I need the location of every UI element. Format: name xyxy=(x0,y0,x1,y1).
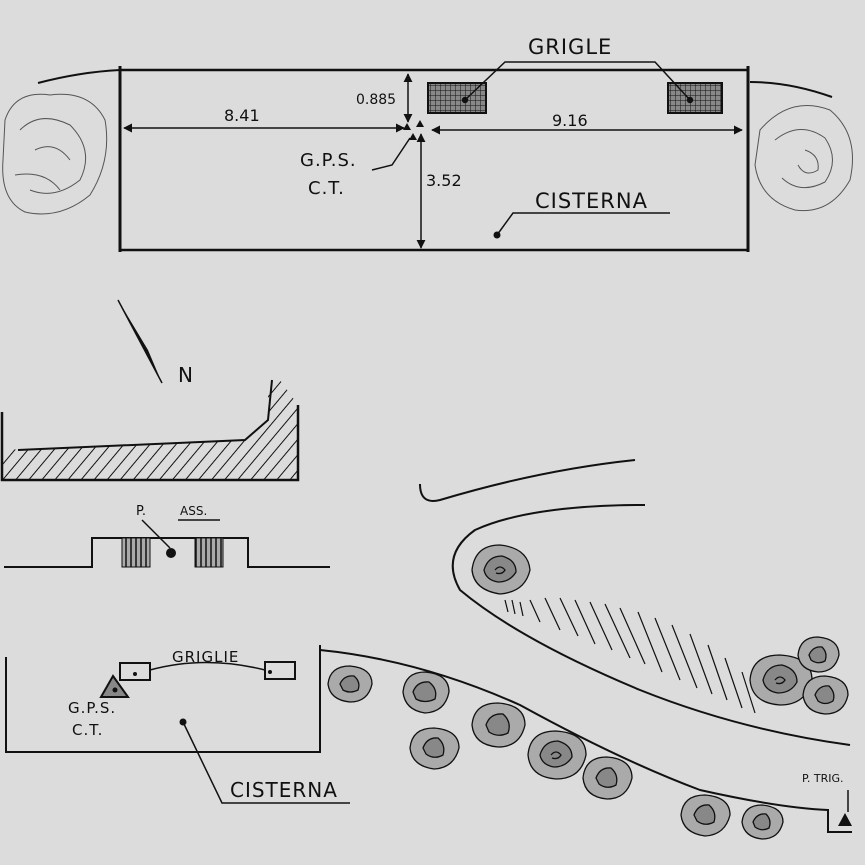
lower-grid-left-dot xyxy=(133,672,137,676)
shrub xyxy=(471,544,531,595)
gps-triangle-marker xyxy=(99,674,130,698)
lower-grids-label: GRIGLIE xyxy=(172,648,239,666)
bush-left-scribble xyxy=(2,93,108,215)
dim-right-label: 9.16 xyxy=(552,111,588,130)
grid-block-right xyxy=(194,537,224,568)
lower-cistern-label: CISTERNA xyxy=(230,778,338,802)
p-label: P. xyxy=(136,504,146,519)
ct-label: C.T. xyxy=(308,178,345,199)
lower-ct-label: C.T. xyxy=(72,721,103,739)
shrub xyxy=(749,654,813,706)
shrub xyxy=(402,671,450,714)
ground-line-right xyxy=(749,81,833,98)
p-point xyxy=(166,548,176,558)
north-arrow xyxy=(117,299,163,384)
shrub xyxy=(409,727,460,770)
trig-point-marker xyxy=(838,813,852,826)
cistern-leader xyxy=(496,212,670,236)
shrub xyxy=(802,675,849,715)
shrub xyxy=(471,702,526,748)
north-label: N xyxy=(178,363,194,387)
gps-triangle-dot xyxy=(112,687,118,693)
grids-label: GRIGLE xyxy=(528,35,612,59)
grids-leader xyxy=(461,61,694,104)
shrub xyxy=(327,665,373,703)
dimension-lines xyxy=(123,73,743,249)
grid-block-left xyxy=(121,537,151,568)
shrub xyxy=(797,636,840,673)
lower-grid-right xyxy=(264,661,296,680)
shrubs xyxy=(327,544,849,840)
side-profile xyxy=(4,537,330,568)
lower-grid-right-dot xyxy=(268,670,272,674)
ground-line-left xyxy=(37,69,121,84)
grid-left xyxy=(427,82,487,114)
cross-section xyxy=(0,379,300,482)
lower-cistern-leader xyxy=(182,721,350,804)
lower-grid-left xyxy=(119,662,151,681)
top-plan xyxy=(37,66,833,252)
terrain-lines xyxy=(319,459,852,833)
lower-plan xyxy=(5,645,321,753)
shrub xyxy=(582,756,633,800)
bush-right-scribble xyxy=(754,105,853,212)
gps-marker xyxy=(403,120,424,140)
cistern-label: CISTERNA xyxy=(535,189,648,213)
shrub xyxy=(741,804,784,840)
p-leader xyxy=(141,519,171,549)
shrub xyxy=(680,794,731,837)
gps-leader xyxy=(371,137,411,171)
asse-label: ASS. xyxy=(180,504,207,518)
gps-label: G.P.S. xyxy=(300,150,357,171)
dim-top-label: 0.885 xyxy=(356,92,396,108)
grid-right xyxy=(667,82,723,114)
lower-gps-label: G.P.S. xyxy=(68,699,116,717)
dim-down-label: 3.52 xyxy=(426,171,462,190)
trig-label: P. TRIG. xyxy=(802,772,844,785)
dim-left-label: 8.41 xyxy=(224,106,260,125)
shrub xyxy=(527,730,587,780)
slope-ticks xyxy=(504,597,756,714)
